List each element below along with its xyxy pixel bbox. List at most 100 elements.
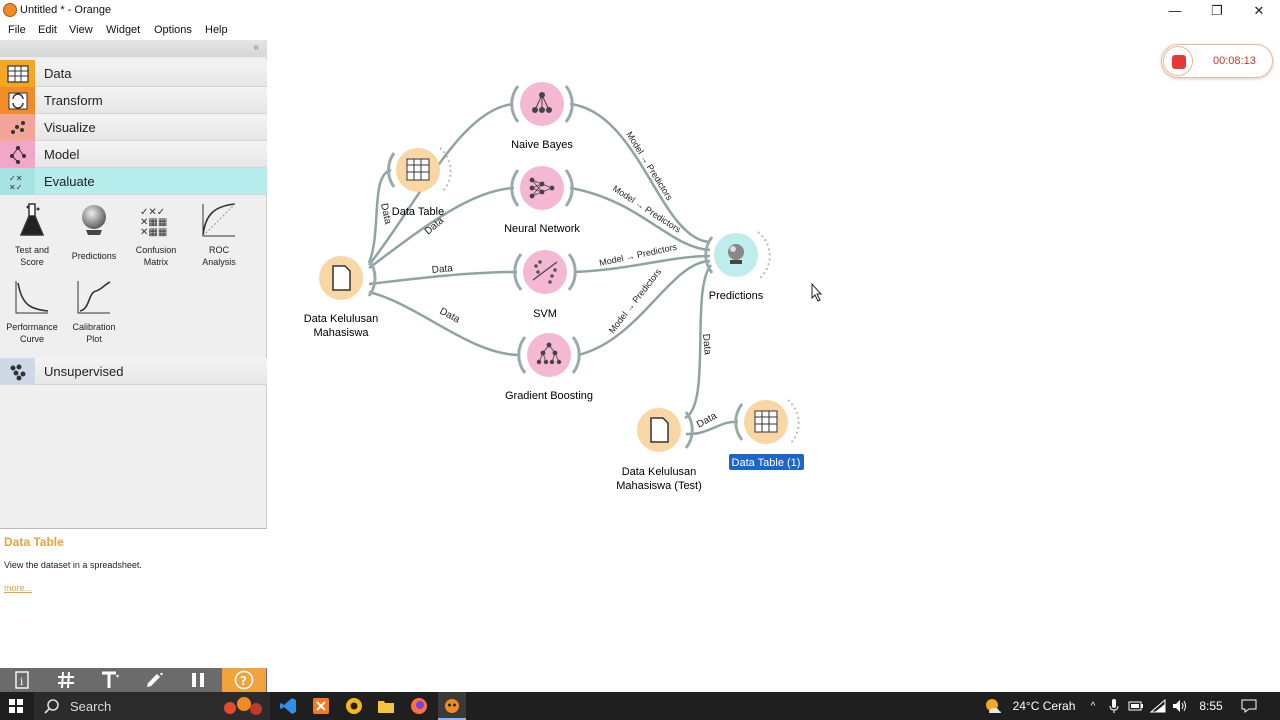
menu-help[interactable]: Help bbox=[205, 24, 228, 36]
menu-file[interactable]: File bbox=[8, 24, 26, 36]
tool-test-and-score[interactable]: Test and Score bbox=[1, 200, 63, 268]
taskbar-search[interactable]: Search bbox=[34, 692, 270, 720]
node-naive-bayes[interactable]: Naive Bayes bbox=[510, 82, 574, 151]
record-icon bbox=[1172, 55, 1186, 69]
text-annotation-icon[interactable] bbox=[88, 668, 132, 692]
wifi-icon[interactable] bbox=[1148, 692, 1168, 720]
category-label: Evaluate bbox=[44, 174, 95, 189]
tool-calibration-plot[interactable]: Calibration Plot bbox=[63, 277, 125, 345]
link-gb-pred[interactable] bbox=[577, 259, 711, 357]
category-visualize[interactable]: Visualize bbox=[0, 114, 267, 141]
node-predictions[interactable]: Predictions bbox=[704, 231, 771, 302]
grid-icon[interactable] bbox=[44, 668, 88, 692]
neural-network-icon bbox=[529, 177, 555, 199]
node-label: Neural Network bbox=[504, 223, 580, 235]
tool-performance-curve[interactable]: Performance Curve bbox=[1, 277, 63, 345]
category-evaluate[interactable]: ✓✕✕✓ Evaluate bbox=[0, 168, 267, 195]
toolbox-header: « bbox=[0, 40, 267, 57]
svg-text:✕✓: ✕✓ bbox=[9, 183, 22, 192]
menu-options[interactable]: Options bbox=[154, 24, 192, 36]
calibration-plot-icon bbox=[74, 277, 114, 317]
link-dkmt-pred[interactable] bbox=[684, 264, 713, 420]
tool-confusion-matrix[interactable]: ✓✕✓✕▦▦✕▦▦ Confusion Matrix bbox=[125, 200, 187, 268]
collapse-toolbox-button[interactable]: « bbox=[253, 42, 259, 53]
close-button[interactable]: ✕ bbox=[1253, 2, 1265, 18]
link-dkm-nb[interactable] bbox=[368, 102, 514, 266]
weather-text[interactable]: 24°C Cerah bbox=[1012, 699, 1076, 713]
roc-curve-icon bbox=[199, 200, 239, 240]
help-icon[interactable]: ? bbox=[222, 668, 266, 692]
canvas-toolbar: i ? bbox=[0, 668, 267, 692]
node-neural-network[interactable]: Neural Network bbox=[504, 166, 580, 235]
help-more-link[interactable]: more... bbox=[4, 583, 33, 593]
pencil-icon[interactable] bbox=[132, 668, 176, 692]
title-bar: Untitled * - Orange — ❐ ✕ bbox=[0, 0, 1280, 21]
category-label: Unsupervised bbox=[44, 364, 124, 379]
menu-view[interactable]: View bbox=[69, 24, 93, 36]
tool-label: Confusion Matrix bbox=[135, 245, 177, 267]
link-label-data: Data bbox=[431, 263, 453, 276]
xampp-icon[interactable] bbox=[307, 692, 335, 720]
workflow-links bbox=[367, 102, 739, 436]
chrome-canary-icon[interactable] bbox=[340, 692, 368, 720]
node-label: Gradient Boosting bbox=[505, 390, 593, 402]
node-label: Data Table bbox=[392, 206, 444, 218]
chevron-up-icon[interactable]: ^ bbox=[1090, 700, 1096, 712]
windows-start-icon[interactable] bbox=[0, 692, 32, 720]
tool-predictions[interactable]: Predictions bbox=[63, 200, 125, 262]
recording-indicator[interactable]: 00:08:13 bbox=[1161, 44, 1273, 78]
maximize-button[interactable]: ❐ bbox=[1211, 2, 1223, 18]
clock[interactable]: 8:55 bbox=[1199, 699, 1223, 713]
category-label: Model bbox=[44, 147, 80, 162]
firefox-icon[interactable] bbox=[405, 692, 433, 720]
pause-icon[interactable] bbox=[176, 668, 220, 692]
orange-app-icon bbox=[3, 3, 17, 17]
evaluate-icon: ✓✕✕✓ bbox=[0, 168, 35, 195]
minimize-button[interactable]: — bbox=[1168, 3, 1182, 18]
link-nn-pred[interactable] bbox=[569, 186, 711, 252]
link-dkm-nn[interactable] bbox=[368, 186, 515, 270]
link-label-data: Data bbox=[423, 215, 447, 237]
node-label: Naive Bayes bbox=[511, 139, 573, 151]
node-svm[interactable]: SVM bbox=[513, 250, 577, 320]
table-icon bbox=[754, 410, 778, 433]
weather-icon bbox=[982, 692, 1004, 720]
link-dkm-dt[interactable] bbox=[367, 168, 392, 264]
notification-icon[interactable] bbox=[1236, 692, 1262, 720]
flask-icon bbox=[12, 200, 52, 240]
file-explorer-icon[interactable] bbox=[372, 692, 400, 720]
node-data-table[interactable]: Data Table bbox=[387, 147, 452, 218]
link-svm-pred[interactable] bbox=[573, 254, 711, 274]
menu-widget[interactable]: Widget bbox=[106, 24, 141, 36]
tool-roc-analysis[interactable]: ROC Analysis bbox=[188, 200, 250, 268]
category-transform[interactable]: Transform bbox=[0, 87, 267, 114]
link-label-model-predictors: Model → Predictors bbox=[624, 130, 675, 203]
volume-icon[interactable] bbox=[1170, 692, 1190, 720]
svg-text:?: ? bbox=[240, 674, 247, 688]
link-nb-pred[interactable] bbox=[569, 102, 711, 244]
microphone-icon[interactable] bbox=[1105, 692, 1123, 720]
svg-text:✓✕✓: ✓✕✓ bbox=[140, 207, 165, 218]
orange-taskbar-icon[interactable] bbox=[438, 692, 466, 720]
link-dkm-gb[interactable] bbox=[368, 290, 521, 357]
workflow-canvas[interactable]: Data Data Data Data Model → Predictors M… bbox=[268, 40, 1280, 692]
category-model[interactable]: Model bbox=[0, 141, 267, 168]
vscode-icon[interactable] bbox=[274, 692, 302, 720]
scatter-icon bbox=[0, 114, 35, 141]
category-unsupervised[interactable]: Unsupervised bbox=[0, 358, 267, 385]
link-label-data: Data bbox=[378, 202, 393, 225]
performance-curve-icon bbox=[12, 277, 52, 317]
stop-recording-button[interactable] bbox=[1163, 46, 1193, 76]
file-icon bbox=[650, 417, 669, 443]
table-icon bbox=[0, 60, 35, 87]
category-data[interactable]: Data bbox=[0, 60, 267, 87]
link-dkm-svm[interactable] bbox=[368, 270, 518, 286]
info-icon[interactable]: i bbox=[0, 668, 44, 692]
menu-edit[interactable]: Edit bbox=[38, 24, 57, 36]
battery-icon[interactable] bbox=[1126, 692, 1146, 720]
node-gradient-boosting[interactable]: Gradient Boosting bbox=[505, 333, 593, 402]
node-data-table-1[interactable]: Data Table (1) bbox=[729, 399, 804, 470]
